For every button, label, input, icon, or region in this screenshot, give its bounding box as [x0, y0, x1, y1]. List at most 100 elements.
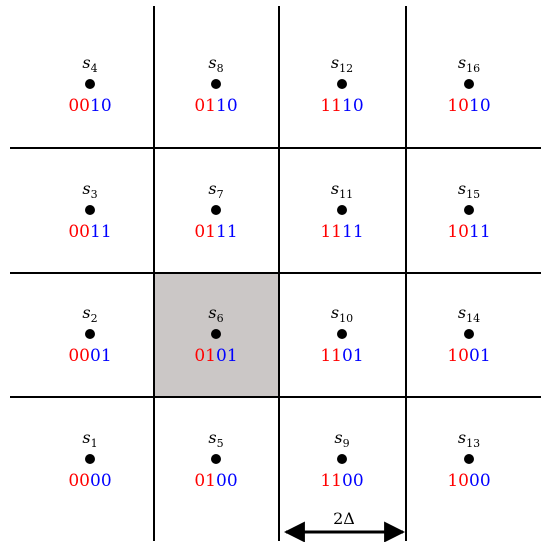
symbol-cell-s10: s10 1101 [320, 303, 363, 366]
symbol-label: s16 [458, 53, 480, 75]
symbol-label: s3 [82, 179, 97, 201]
bit-label-first: 10 [447, 96, 469, 116]
constellation-point [85, 329, 95, 339]
symbol-cell-s16: s16 1010 [447, 53, 490, 116]
constellation-point [211, 79, 221, 89]
bit-label-first: 00 [68, 346, 90, 366]
bit-label-first: 00 [68, 471, 90, 491]
bit-label-first: 10 [447, 471, 469, 491]
constellation-point [464, 79, 474, 89]
bit-label: 0011 [68, 222, 111, 242]
bit-label-first: 11 [320, 222, 342, 242]
bit-label-last: 00 [469, 471, 491, 491]
symbol-cell-s1: s1 0000 [68, 428, 111, 491]
constellation-point [211, 329, 221, 339]
bit-label: 0001 [68, 346, 111, 366]
symbol-cell-s13: s13 1000 [447, 428, 490, 491]
bit-label: 0110 [194, 96, 237, 116]
bit-label-last: 11 [342, 222, 364, 242]
constellation-point [211, 454, 221, 464]
bit-label: 0101 [194, 346, 237, 366]
bit-label: 1111 [320, 222, 363, 242]
bit-label-last: 01 [216, 346, 238, 366]
symbol-cell-s9: s9 1100 [320, 428, 363, 491]
spacing-label: 2Δ [333, 509, 355, 528]
bit-label: 0000 [68, 471, 111, 491]
constellation-point [337, 454, 347, 464]
symbol-label: s10 [331, 303, 353, 325]
bit-label-last: 01 [469, 346, 491, 366]
symbol-label: s8 [208, 53, 223, 75]
bit-label-first: 11 [320, 471, 342, 491]
bit-label-last: 11 [216, 222, 238, 242]
bit-label-first: 00 [68, 96, 90, 116]
symbol-cell-s12: s12 1110 [320, 53, 363, 116]
bit-label-last: 01 [90, 346, 112, 366]
constellation-point [464, 329, 474, 339]
symbol-cell-s8: s8 0110 [194, 53, 237, 116]
symbol-cell-s5: s5 0100 [194, 428, 237, 491]
symbol-cell-s14: s14 1001 [447, 303, 490, 366]
bit-label-last: 00 [216, 471, 238, 491]
constellation-point [85, 205, 95, 215]
constellation-point [85, 79, 95, 89]
symbol-label: s15 [458, 179, 480, 201]
bit-label-first: 00 [68, 222, 90, 242]
constellation-point [337, 79, 347, 89]
symbol-label: s1 [82, 428, 97, 450]
symbol-label: s13 [458, 428, 480, 450]
constellation-point [211, 205, 221, 215]
symbol-label: s14 [458, 303, 480, 325]
bit-label-last: 00 [90, 471, 112, 491]
symbol-cell-s11: s11 1111 [320, 179, 363, 242]
symbol-label: s6 [208, 303, 223, 325]
symbol-label: s7 [208, 179, 223, 201]
bit-label: 0010 [68, 96, 111, 116]
constellation-point [85, 454, 95, 464]
bit-label-first: 01 [194, 471, 216, 491]
bit-label-last: 00 [342, 471, 364, 491]
bit-label-last: 10 [90, 96, 112, 116]
symbol-cell-s4: s4 0010 [68, 53, 111, 116]
bit-label-last: 01 [342, 346, 364, 366]
bit-label-first: 01 [194, 96, 216, 116]
bit-label-first: 10 [447, 346, 469, 366]
constellation-point [337, 329, 347, 339]
bit-label-first: 01 [194, 346, 216, 366]
bit-label-last: 11 [469, 222, 491, 242]
symbol-cells: s40010s80110s121110s161010s30011s70111s1… [68, 53, 490, 491]
bit-label: 0111 [194, 222, 237, 242]
constellation-point [337, 205, 347, 215]
symbol-label: s5 [208, 428, 223, 450]
bit-label-last: 10 [216, 96, 238, 116]
symbol-cell-s2: s2 0001 [68, 303, 111, 366]
symbol-label: s2 [82, 303, 97, 325]
symbol-cell-s3: s3 0011 [68, 179, 111, 242]
constellation-point [464, 205, 474, 215]
symbol-label: s9 [334, 428, 349, 450]
bit-label-last: 10 [469, 96, 491, 116]
bit-label: 0100 [194, 471, 237, 491]
bit-label-last: 10 [342, 96, 364, 116]
bit-label: 1010 [447, 96, 490, 116]
spacing-dimension: 2Δ [283, 509, 406, 542]
decision-boundaries [10, 6, 541, 541]
bit-label: 1000 [447, 471, 490, 491]
symbol-label: s4 [82, 53, 97, 75]
symbol-cell-s7: s7 0111 [194, 179, 237, 242]
bit-label: 1110 [320, 96, 363, 116]
symbol-cell-s6: s6 0101 [194, 303, 237, 366]
symbol-label: s11 [331, 179, 353, 201]
bit-label-first: 11 [320, 96, 342, 116]
symbol-label: s12 [331, 53, 353, 75]
bit-label-first: 10 [447, 222, 469, 242]
bit-label: 1100 [320, 471, 363, 491]
constellation-point [464, 454, 474, 464]
bit-label: 1011 [447, 222, 490, 242]
bit-label-first: 01 [194, 222, 216, 242]
bit-label: 1101 [320, 346, 363, 366]
bit-label-last: 11 [90, 222, 112, 242]
symbol-cell-s15: s15 1011 [447, 179, 490, 242]
bit-label: 1001 [447, 346, 490, 366]
